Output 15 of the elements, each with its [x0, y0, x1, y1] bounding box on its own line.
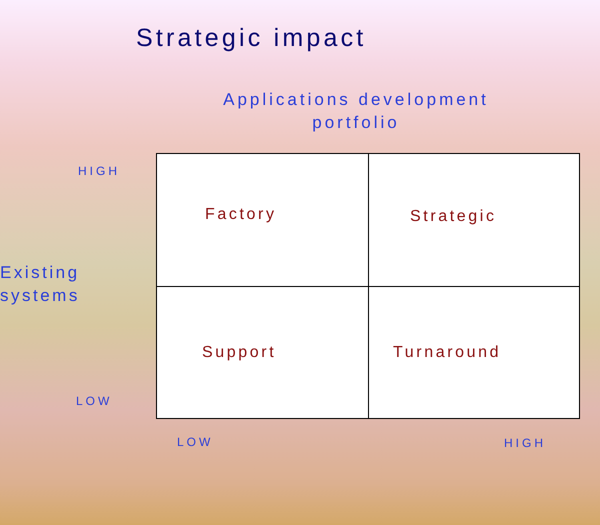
- quadrant-label: Turnaround: [393, 344, 502, 362]
- axis-label: HIGH: [78, 163, 120, 180]
- quadrant-label: Factory: [205, 206, 277, 224]
- quadrant-box: [368, 286, 580, 419]
- axis-label: Existing systems: [0, 262, 81, 307]
- title: Strategic impact: [136, 24, 366, 53]
- quadrant-box: [368, 153, 580, 287]
- axis-label: LOW: [177, 434, 214, 450]
- quadrant-box: [156, 153, 369, 287]
- quadrant-box: [156, 286, 369, 419]
- quadrant-label: Strategic: [410, 208, 497, 226]
- axis-label: HIGH: [504, 435, 546, 452]
- quadrant-label: Support: [202, 344, 276, 362]
- axis-label: Applications development portfolio: [222, 89, 490, 134]
- axis-label: LOW: [76, 393, 112, 410]
